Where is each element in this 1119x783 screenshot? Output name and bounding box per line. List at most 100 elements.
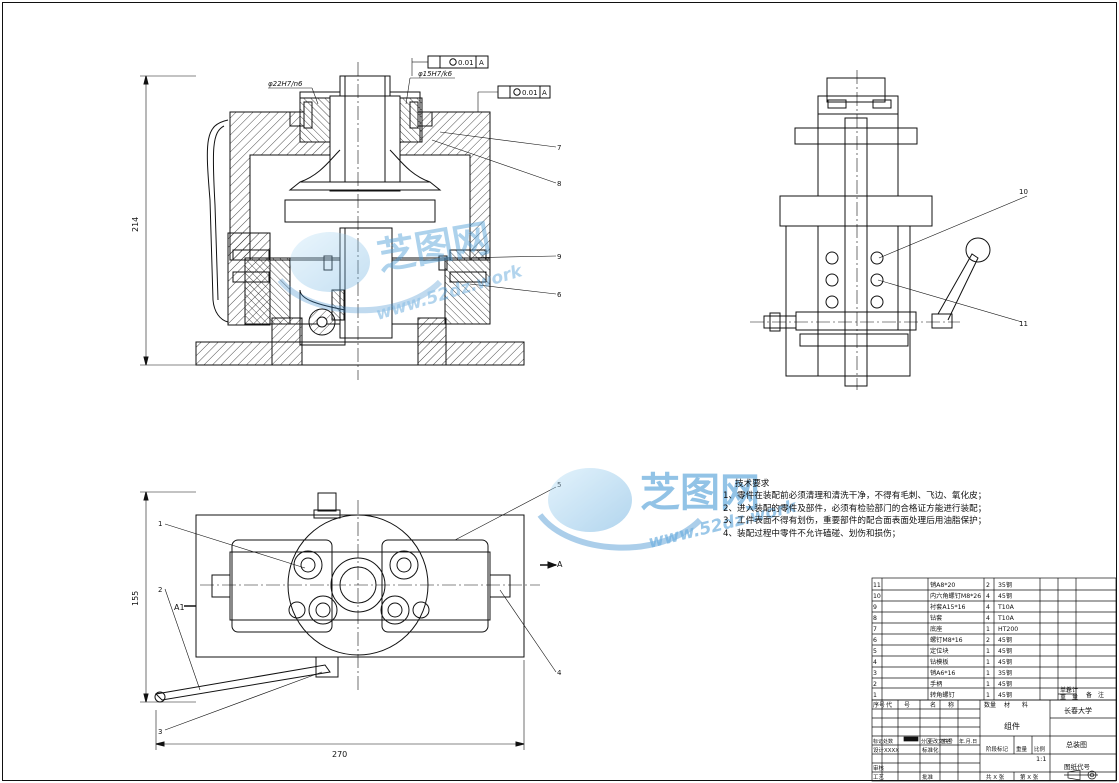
bom-qty-5: 1 (986, 648, 990, 655)
tb-sheet-no: 第 X 张 (1020, 773, 1039, 781)
bom-qty-4: 1 (986, 659, 990, 666)
tb-assembly: 组件 (1004, 721, 1020, 731)
title-block (871, 577, 1117, 782)
tb-date: 年.月.日 (959, 738, 977, 745)
tech-title: 技术要求 (735, 479, 770, 489)
tb-count: 处数 (883, 738, 893, 745)
tb-change-doc: 更改文件号 (928, 738, 953, 745)
tol-right-value: 0.01 (522, 89, 538, 97)
balloon-7: 7 (557, 144, 561, 152)
balloon-2: 2 (158, 586, 162, 594)
bom-no-4: 4 (873, 659, 877, 666)
bom-mat-4: 45钢 (998, 658, 1012, 666)
tech-item-1: 1、零件在装配前必须清理和清洗干净，不得有毛刺、飞边、氧化皮； (723, 491, 987, 502)
bom-qty-1: 1 (986, 692, 990, 699)
tb-scale: 1:1 (1036, 755, 1046, 763)
black-mark (903, 736, 919, 742)
bom-name-3: 销A6*16 (930, 669, 955, 677)
balloon-6: 6 (557, 291, 562, 299)
tb-ratio: 比例 (1034, 745, 1046, 753)
balloon-4: 4 (557, 669, 562, 677)
bom-qty-7: 1 (986, 626, 990, 633)
balloon-9: 9 (557, 253, 561, 261)
bom-header-code: 代 号 (886, 701, 910, 709)
bom-header-qty: 数量 (984, 701, 996, 709)
bom-name-1: 转角螺钉 (930, 691, 955, 699)
bom-qty-6: 2 (986, 637, 990, 644)
balloon-11: 11 (1019, 320, 1028, 328)
bom-mat-2: 45钢 (998, 680, 1012, 688)
section-a-left: A1 (174, 603, 185, 612)
tb-approve: 批准 (922, 773, 934, 781)
tb-zone: 分区 (921, 738, 931, 745)
bom-name-5: 定位块 (930, 647, 949, 655)
tech-item-4: 4、装配过程中零件不允许磕碰、划伤和损伤； (723, 528, 901, 539)
bom-name-10: 内六角螺钉M8*26 (930, 592, 981, 600)
bom-qty-8: 4 (986, 615, 990, 622)
balloon-8: 8 (557, 180, 561, 188)
front-section-view (140, 55, 557, 380)
bom-qty-2: 1 (986, 681, 990, 688)
tech-item-2: 2、进入装配的零件及部件，必须有检验部门的合格证方能进行装配； (723, 503, 987, 514)
balloon-10: 10 (1019, 188, 1028, 196)
side-view (750, 70, 1028, 390)
bom-mat-7: HT200 (998, 626, 1018, 633)
tb-mark: 标记 (873, 738, 883, 745)
bom-name-6: 螺钉M8*16 (930, 636, 963, 644)
bom-name-7: 底座 (930, 625, 942, 633)
bom-qty-3: 1 (986, 670, 990, 677)
bom-no-2: 2 (873, 681, 877, 688)
projection-symbol-icon (1064, 769, 1098, 781)
bom-mat-10: 45钢 (998, 592, 1012, 600)
tb-weight: 重量 (1016, 745, 1028, 753)
tol-top-value: 0.01 (458, 59, 474, 67)
fit-right-label: φ15H7/k6 (418, 70, 453, 78)
balloon-1: 1 (158, 520, 162, 528)
bom-name-11: 销A8*20 (930, 581, 955, 589)
bom-header-unit: 单件 (1060, 686, 1072, 694)
bom-no-10: 10 (873, 593, 881, 600)
bom-qty-9: 4 (986, 604, 990, 611)
balloon-3: 3 (158, 728, 162, 736)
bom-mat-8: T10A (997, 615, 1015, 622)
bom-no-9: 9 (873, 604, 877, 611)
tech-item-3: 3、工件表面不得有划伤，重要部件的配合面表面处理后用油脂保护； (723, 516, 987, 527)
bom-mat-1: 45钢 (998, 691, 1012, 699)
bom-mat-9: T10A (997, 604, 1015, 611)
bom-header-total: 总计 (1066, 686, 1078, 694)
watermark-brand: 芝图网 (640, 470, 760, 516)
bom-no-6: 6 (873, 637, 877, 644)
section-a-right: A (557, 560, 563, 569)
bom-mat-5: 45钢 (998, 647, 1012, 655)
bom-no-5: 5 (873, 648, 877, 655)
bom-mat-11: 35钢 (998, 581, 1012, 589)
bom-name-9: 衬套A15*16 (930, 603, 966, 611)
bom-qty-11: 2 (986, 582, 990, 589)
bom-no-11: 11 (873, 582, 881, 589)
fit-left-label: φ22H7/n6 (268, 80, 303, 88)
tb-sheets-total: 共 X 张 (986, 773, 1005, 781)
bom-no-8: 8 (873, 615, 877, 622)
bom-name-2: 手柄 (930, 680, 942, 688)
tb-stage: 阶段标记 (986, 745, 1009, 753)
tb-sign: 签名 (941, 738, 951, 745)
tb-std: 标准化 (922, 746, 939, 754)
bom-no-1: 1 (873, 692, 877, 699)
tb-process: 工艺 (873, 774, 885, 781)
bom-header-name: 名 称 (930, 701, 954, 709)
bom-header-weight: 重 量 (1060, 693, 1078, 701)
tb-review: 审核 (873, 764, 885, 772)
tb-school: 长春大学 (1064, 706, 1092, 715)
tb-drawing-no: 图纸代号 (1064, 762, 1091, 771)
bom-name-4: 钻模板 (930, 658, 949, 666)
bom-name-8: 钻套 (930, 614, 942, 622)
tol-top-ref: A (479, 59, 484, 67)
dim-height-front: 214 (131, 217, 140, 232)
top-view (140, 486, 558, 750)
bom-header-no: 序号 (873, 701, 885, 709)
tech-requirements: 技术要求 1、零件在装配前必须清理和清洗干净，不得有毛刺、飞边、氧化皮； 2、进… (723, 478, 986, 540)
tb-designer: XXXX (884, 748, 899, 754)
